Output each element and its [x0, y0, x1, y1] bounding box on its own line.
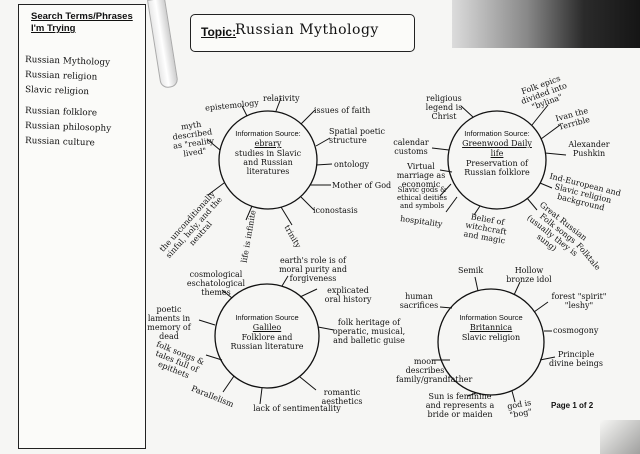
- background-photo: [452, 0, 640, 48]
- branch-label: Sun is feminine and represents a bride o…: [425, 392, 495, 419]
- branch-label: folk heritage of operatic, musical, and …: [332, 318, 406, 345]
- branch-label: forest "spirit" "leshy": [551, 292, 607, 310]
- source-center-1: Information Source: ebrary studies in Sl…: [229, 129, 307, 176]
- source-circle-3: [214, 283, 320, 389]
- source-center-3: Information Source Galileo Folklore and …: [228, 313, 306, 351]
- topic-box: Topic: Russian Mythology: [190, 14, 415, 52]
- source-name: ebrary: [254, 139, 282, 148]
- branch-label: Alexander Pushkin: [568, 140, 610, 158]
- branch-label: Slavic gods & ethical deities and symbol…: [397, 186, 447, 210]
- source-name: Greenwood Daily life: [462, 139, 532, 158]
- corner-shadow: [600, 420, 640, 454]
- branch-label: cosmogony: [553, 326, 599, 335]
- branch-label: relativity: [263, 94, 300, 103]
- branch-label: Semik: [458, 266, 484, 275]
- source-heading: Information Source: [459, 313, 523, 322]
- topic-label: Topic:: [201, 25, 237, 39]
- branch-label: Mother of God: [332, 181, 392, 190]
- source-heading: Information Source: [235, 313, 299, 322]
- source-heading: Information Source:: [464, 129, 530, 138]
- branch-label: cosmological eschatological themes: [186, 270, 246, 297]
- branch-label: iconostasis: [313, 206, 358, 215]
- branch-label: ontology: [334, 160, 370, 169]
- search-terms-panel: Search Terms/Phrases I'm Trying Russian …: [18, 4, 146, 449]
- source-description: Folklore and Russian literature: [230, 333, 304, 351]
- branch-label: myth described as "reality lived": [172, 119, 215, 159]
- source-center-4: Information Source Britannica Slavic rel…: [451, 313, 531, 342]
- source-circle-1: [218, 110, 318, 210]
- source-description: Preservation of Russian folklore: [464, 159, 530, 177]
- branch-label: explicated oral history: [324, 286, 372, 304]
- source-description: studies in Slavic and Russian literature…: [234, 149, 302, 176]
- branch-label: Principle divine beings: [549, 350, 603, 368]
- branch-label: human sacrifices: [399, 292, 439, 310]
- source-name: Britannica: [469, 323, 513, 332]
- source-heading: Information Source:: [235, 129, 301, 138]
- branch-label: moon describes family/grandfather: [396, 357, 473, 384]
- branch-label: lack of sentimentality: [253, 404, 341, 413]
- branch-label: issues of faith: [314, 106, 371, 115]
- branch-label: romantic aesthetics: [321, 388, 363, 406]
- branch-label: Spatial poetic structure: [329, 127, 385, 145]
- source-name: Galileo: [252, 323, 282, 332]
- source-circle-2: [447, 110, 547, 210]
- topic-value: Russian Mythology: [235, 22, 379, 38]
- source-circle-4: [437, 288, 545, 396]
- branch-label: poetic laments in memory of dead: [147, 305, 191, 341]
- search-terms-heading: Search Terms/Phrases I'm Trying: [31, 11, 133, 34]
- page-number: Page 1 of 2: [551, 401, 594, 410]
- branch-label: Virtual marriage as economic: [396, 162, 446, 189]
- source-description: Slavic religion: [461, 333, 521, 342]
- source-center-2: Information Source: Greenwood Daily life…: [455, 129, 539, 177]
- branch-label: Hollow bronze idol: [506, 266, 552, 284]
- branch-label: calendar customs: [393, 138, 429, 156]
- branch-label: earth's role is of moral purity and forg…: [278, 256, 348, 283]
- branch-label: religious legend is Christ: [425, 94, 463, 121]
